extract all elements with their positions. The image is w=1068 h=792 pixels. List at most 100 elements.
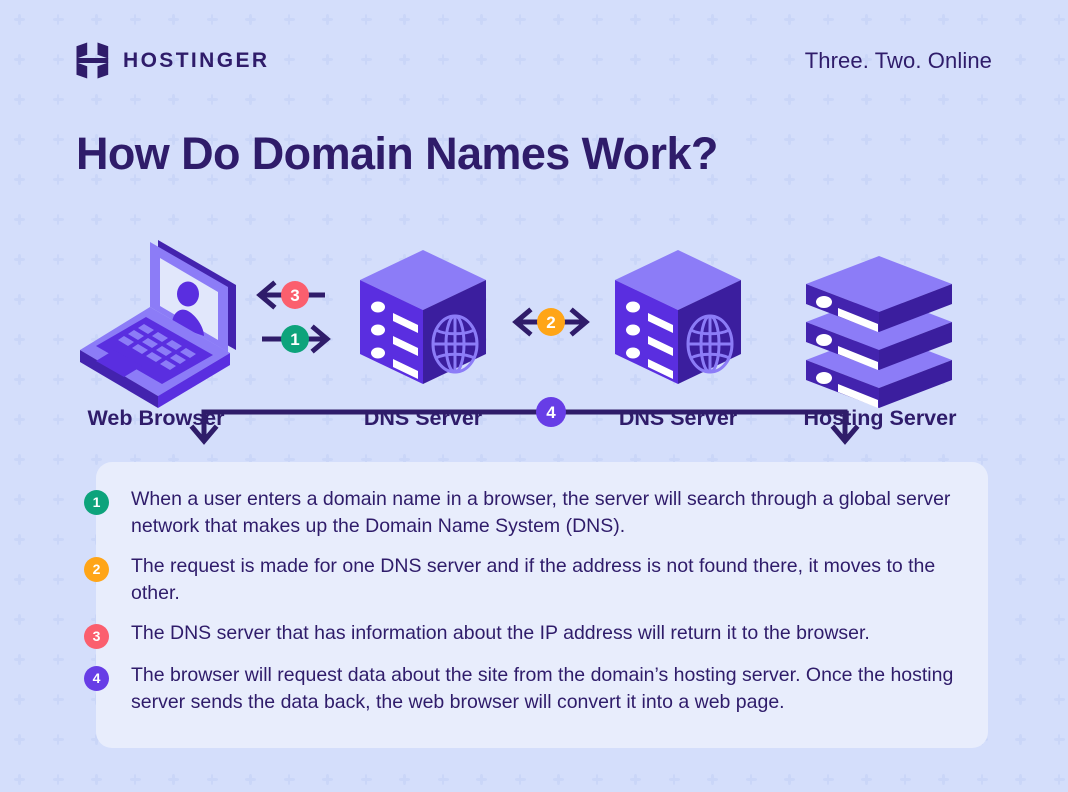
sparkle-icon	[1053, 774, 1065, 785]
sparkle-icon	[52, 94, 64, 105]
connector-badge-label: 4	[546, 403, 556, 422]
sparkle-icon	[129, 774, 141, 785]
sparkle-icon	[14, 94, 25, 105]
sparkle-icon	[514, 774, 526, 785]
sparkle-icon	[899, 14, 911, 25]
sparkle-icon	[784, 174, 795, 185]
sparkle-icon	[784, 94, 795, 105]
sparkle-icon	[514, 94, 526, 105]
sparkle-icon	[1015, 774, 1026, 785]
sparkle-icon	[476, 14, 487, 25]
connector-step-4	[189, 409, 860, 445]
sparkle-icon	[360, 774, 372, 785]
sparkle-icon	[1053, 534, 1065, 545]
sparkle-icon	[52, 14, 64, 25]
list-item: 1 When a user enters a domain name in a …	[84, 486, 984, 540]
sparkle-icon	[52, 574, 64, 585]
sparkle-icon	[283, 14, 295, 25]
sparkle-icon	[14, 494, 25, 505]
connector-badge-label: 3	[290, 286, 299, 305]
sparkle-icon	[784, 14, 795, 25]
sparkle-icon	[14, 134, 25, 145]
sparkle-icon	[1015, 534, 1026, 545]
sparkle-icon	[1053, 494, 1065, 505]
sparkle-icon	[1015, 94, 1026, 105]
sparkle-icon	[745, 94, 757, 105]
sparkle-icon	[861, 14, 872, 25]
flow-diagram: 4 3 1 2	[0, 196, 1068, 446]
sparkle-icon	[360, 94, 372, 105]
sparkle-icon	[14, 14, 25, 25]
sparkle-icon	[52, 774, 64, 785]
sparkle-icon	[553, 94, 564, 105]
sparkle-icon	[206, 94, 218, 105]
sparkle-icon	[1015, 134, 1026, 145]
sparkle-icon	[976, 174, 988, 185]
sparkle-icon	[668, 774, 680, 785]
sparkle-icon	[52, 134, 64, 145]
sparkle-icon	[899, 134, 911, 145]
sparkle-icon	[14, 734, 25, 745]
node-label-dns-server-2: DNS Server	[618, 406, 738, 430]
sparkle-icon	[52, 614, 64, 625]
sparkle-icon	[630, 774, 641, 785]
sparkle-icon	[52, 534, 64, 545]
sparkle-icon	[745, 174, 757, 185]
sparkle-icon	[360, 14, 372, 25]
legend-card	[96, 462, 988, 748]
sparkle-icon	[129, 94, 141, 105]
sparkle-icon	[52, 494, 64, 505]
node-label-web-browser: Web Browser	[87, 406, 225, 430]
sparkle-icon	[1053, 134, 1065, 145]
server-cube-icon	[615, 250, 741, 384]
sparkle-icon	[1053, 94, 1065, 105]
sparkle-icon	[938, 174, 949, 185]
sparkle-icon	[938, 134, 949, 145]
sparkle-icon	[822, 94, 834, 105]
sparkle-icon	[52, 734, 64, 745]
sparkle-icon	[1053, 454, 1065, 465]
list-item: 3 The DNS server that has information ab…	[84, 620, 984, 649]
sparkle-icon	[976, 774, 988, 785]
sparkle-icon	[14, 54, 25, 65]
sparkle-icon	[14, 654, 25, 665]
legend-text-4: The browser will request data about the …	[131, 664, 954, 713]
sparkle-icon	[52, 54, 64, 65]
sparkle-icon	[668, 94, 680, 105]
sparkle-icon	[861, 134, 872, 145]
sparkle-icon	[437, 14, 449, 25]
sparkle-icon	[91, 454, 102, 465]
sparkle-icon	[283, 94, 295, 105]
connector-badge-label: 1	[290, 330, 299, 349]
sparkle-icon	[591, 14, 603, 25]
sparkle-icon	[976, 94, 988, 105]
sparkle-icon	[822, 14, 834, 25]
sparkle-icon	[1053, 574, 1065, 585]
sparkle-icon	[168, 774, 179, 785]
sparkle-icon	[245, 774, 256, 785]
connector-badge-step-2: 2	[537, 308, 565, 336]
sparkle-icon	[899, 94, 911, 105]
sparkle-icon	[591, 774, 603, 785]
sparkle-icon	[476, 94, 487, 105]
connector-badge-label: 2	[546, 313, 555, 332]
sparkle-icon	[1015, 734, 1026, 745]
sparkle-icon	[822, 774, 834, 785]
sparkle-icon	[399, 774, 410, 785]
sparkle-icon	[1015, 54, 1026, 65]
sparkle-icon	[976, 14, 988, 25]
laptop-icon	[80, 240, 236, 408]
legend-text-3: The DNS server that has information abou…	[131, 622, 870, 644]
sparkle-icon	[1015, 654, 1026, 665]
sparkle-icon	[14, 694, 25, 705]
sparkle-icon	[707, 14, 718, 25]
sparkle-icon	[938, 14, 949, 25]
sparkle-icon	[1015, 174, 1026, 185]
sparkle-icon	[399, 94, 410, 105]
sparkle-icon	[630, 94, 641, 105]
sparkle-icon	[91, 774, 102, 785]
sparkle-icon	[129, 14, 141, 25]
sparkle-icon	[168, 94, 179, 105]
sparkle-icon	[245, 94, 256, 105]
